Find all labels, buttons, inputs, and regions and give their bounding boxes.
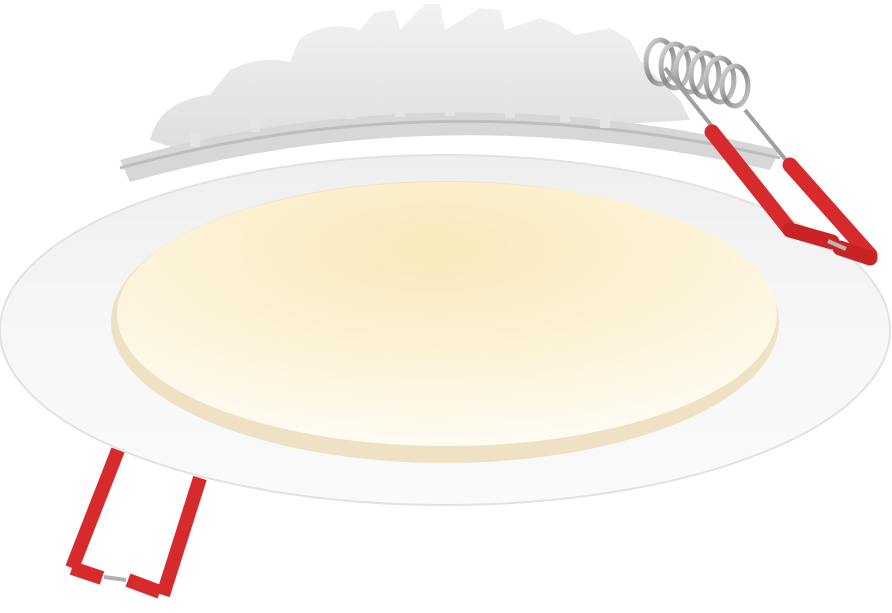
heatsink-housing: [119, 4, 781, 182]
spring-clip-right: [643, 37, 878, 266]
spring-clip-left: [65, 447, 207, 599]
led-diffuser: [111, 181, 779, 463]
